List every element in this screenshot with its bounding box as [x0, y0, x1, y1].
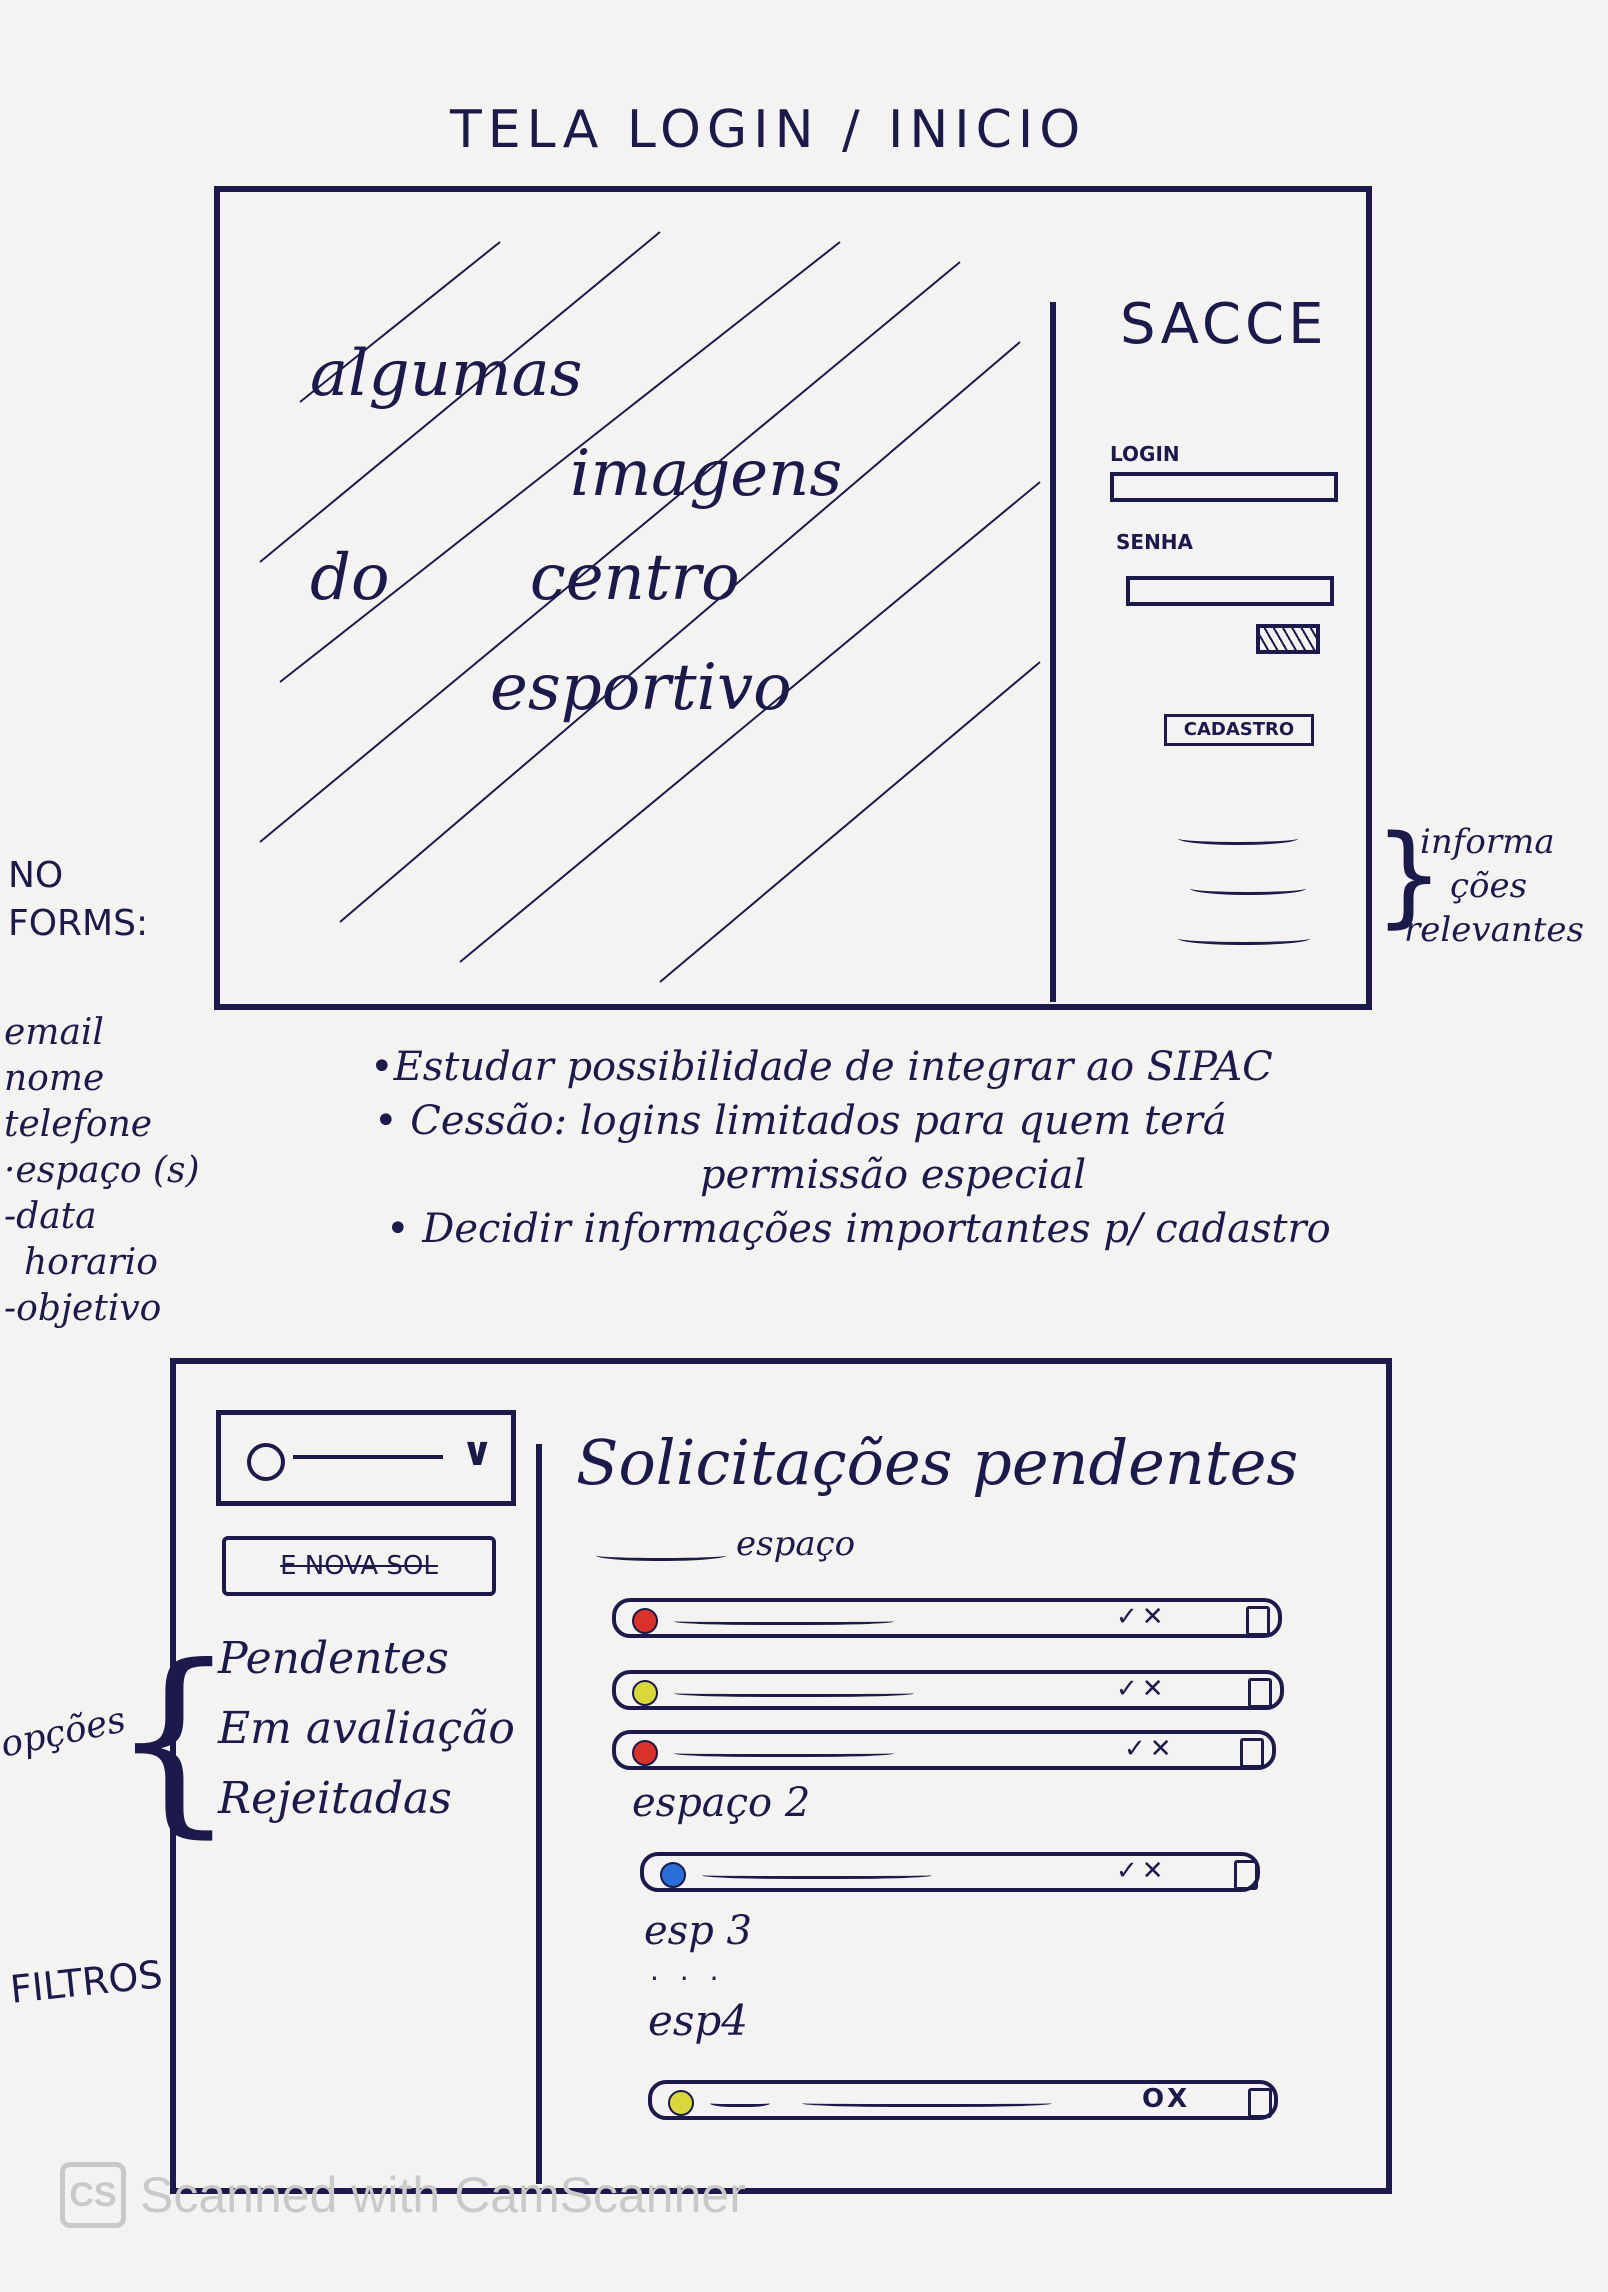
images-note-line: centro	[529, 541, 740, 615]
forms-field: ·espaço (s)	[4, 1150, 200, 1191]
row-text-line	[674, 1616, 894, 1625]
ellipsis: . . .	[650, 1954, 725, 1987]
login-submit-button[interactable]	[1256, 624, 1320, 654]
login-label: LOGIN	[1110, 442, 1180, 466]
senha-input[interactable]	[1126, 576, 1334, 606]
group-label: espaço 2	[632, 1780, 811, 1826]
menu-item-em-avaliacao[interactable]: Em avaliação	[218, 1703, 515, 1754]
dashboard-frame: ∨ E NOVA SOL Pendentes Em avaliação Reje…	[170, 1358, 1392, 2194]
status-dot	[632, 1608, 658, 1634]
login-input[interactable]	[1110, 472, 1338, 502]
trash-icon[interactable]	[1240, 1738, 1264, 1768]
section-heading: Solicitações pendentes	[576, 1426, 1299, 1499]
approve-reject-icons[interactable]: ✓✕	[1124, 1734, 1176, 1764]
group-label-squiggle	[596, 1550, 726, 1561]
info-note: informa ções relevantes	[1404, 820, 1584, 952]
approve-reject-icons[interactable]: ✓✕	[1116, 1856, 1168, 1886]
row-text-line	[710, 2098, 770, 2107]
trash-icon[interactable]	[1248, 2088, 1272, 2118]
app-name: SACCE	[1120, 292, 1328, 357]
avatar-icon	[247, 1443, 285, 1481]
group-label: esp 3	[644, 1908, 752, 1954]
approve-reject-icons[interactable]: OX	[1142, 2084, 1192, 2114]
login-screen-frame: algumas imagens do centro esportivo SACC…	[214, 186, 1372, 1010]
watermark-text: Scanned with CamScanner	[140, 2167, 746, 2223]
request-row[interactable]: OX	[648, 2080, 1278, 2120]
group-label: esp4	[648, 1996, 749, 2045]
senha-label: SENHA	[1116, 530, 1194, 554]
camscanner-logo-icon: CS	[60, 2162, 126, 2228]
status-dot	[632, 1680, 658, 1706]
request-row[interactable]: ✓✕	[612, 1730, 1276, 1770]
note-line: • Cessão: logins limitados para quem ter…	[374, 1098, 1227, 1144]
info-note-line: informa	[1420, 822, 1555, 862]
forms-field: horario	[24, 1242, 158, 1283]
images-note: algumas imagens do centro esportivo	[310, 342, 842, 720]
camscanner-watermark: CS Scanned with CamScanner	[60, 2162, 746, 2228]
side-panel-divider	[1050, 302, 1056, 1002]
approve-reject-icons[interactable]: ✓✕	[1116, 1602, 1168, 1632]
forms-field: email	[4, 1012, 104, 1053]
user-name-line	[293, 1455, 443, 1459]
brace-icon: }	[1374, 811, 1444, 939]
group-label: espaço	[736, 1524, 856, 1564]
chevron-down-icon[interactable]: ∨	[461, 1429, 494, 1475]
row-text-line	[674, 1748, 894, 1757]
images-note-line: algumas	[310, 337, 583, 411]
row-text-line	[802, 2098, 1052, 2107]
status-dot	[632, 1740, 658, 1766]
info-line	[1190, 882, 1306, 895]
trash-icon[interactable]	[1246, 1606, 1270, 1636]
filter-menu: Pendentes Em avaliação Rejeitadas	[218, 1624, 515, 1834]
approve-reject-icons[interactable]: ✓✕	[1116, 1674, 1168, 1704]
note-line: permissão especial	[700, 1152, 1087, 1198]
forms-heading: NO FORMS:	[8, 852, 148, 948]
request-row[interactable]: ✓✕	[640, 1852, 1260, 1892]
images-note-line: do	[310, 541, 390, 615]
hatching	[259, 231, 1041, 983]
info-note-line: relevantes	[1404, 910, 1584, 950]
page-title: TELA LOGIN / INICIO	[450, 100, 1087, 160]
info-note-line: ções	[1450, 866, 1528, 906]
trash-icon[interactable]	[1248, 1678, 1272, 1708]
request-row[interactable]: ✓✕	[612, 1670, 1284, 1710]
images-note-line: esportivo	[490, 651, 792, 725]
note-line: •Estudar possibilidade de integrar ao SI…	[370, 1044, 1273, 1090]
filtros-label: FILTROS	[8, 1952, 165, 2012]
status-dot	[660, 1862, 686, 1888]
cadastro-button[interactable]: CADASTRO	[1164, 714, 1314, 746]
nova-solicitacao-button[interactable]: E NOVA SOL	[222, 1536, 496, 1596]
user-dropdown[interactable]: ∨	[216, 1410, 516, 1506]
row-text-line	[702, 1870, 932, 1879]
sidebar-divider	[536, 1444, 542, 2184]
forms-heading-line: FORMS:	[8, 903, 149, 944]
forms-field: -objetivo	[4, 1288, 162, 1329]
request-row[interactable]: ✓✕	[612, 1598, 1282, 1638]
note-line: • Decidir informações importantes p/ cad…	[386, 1206, 1331, 1252]
trash-icon[interactable]	[1234, 1860, 1258, 1890]
info-line	[1178, 932, 1310, 945]
images-note-line: imagens	[570, 437, 843, 511]
forms-fields: email nome telefone ·espaço (s) -data ho…	[4, 1010, 200, 1332]
forms-field: nome	[4, 1058, 105, 1099]
forms-heading-line: NO	[8, 855, 64, 896]
status-dot	[668, 2090, 694, 2116]
notes: •Estudar possibilidade de integrar ao SI…	[370, 1040, 1331, 1256]
menu-item-pendentes[interactable]: Pendentes	[218, 1633, 449, 1684]
row-text-line	[674, 1688, 914, 1697]
brace-icon: {	[110, 1623, 238, 1856]
forms-field: -data	[4, 1196, 97, 1237]
menu-item-rejeitadas[interactable]: Rejeitadas	[218, 1773, 452, 1824]
forms-field: telefone	[4, 1104, 153, 1145]
info-line	[1178, 832, 1298, 845]
